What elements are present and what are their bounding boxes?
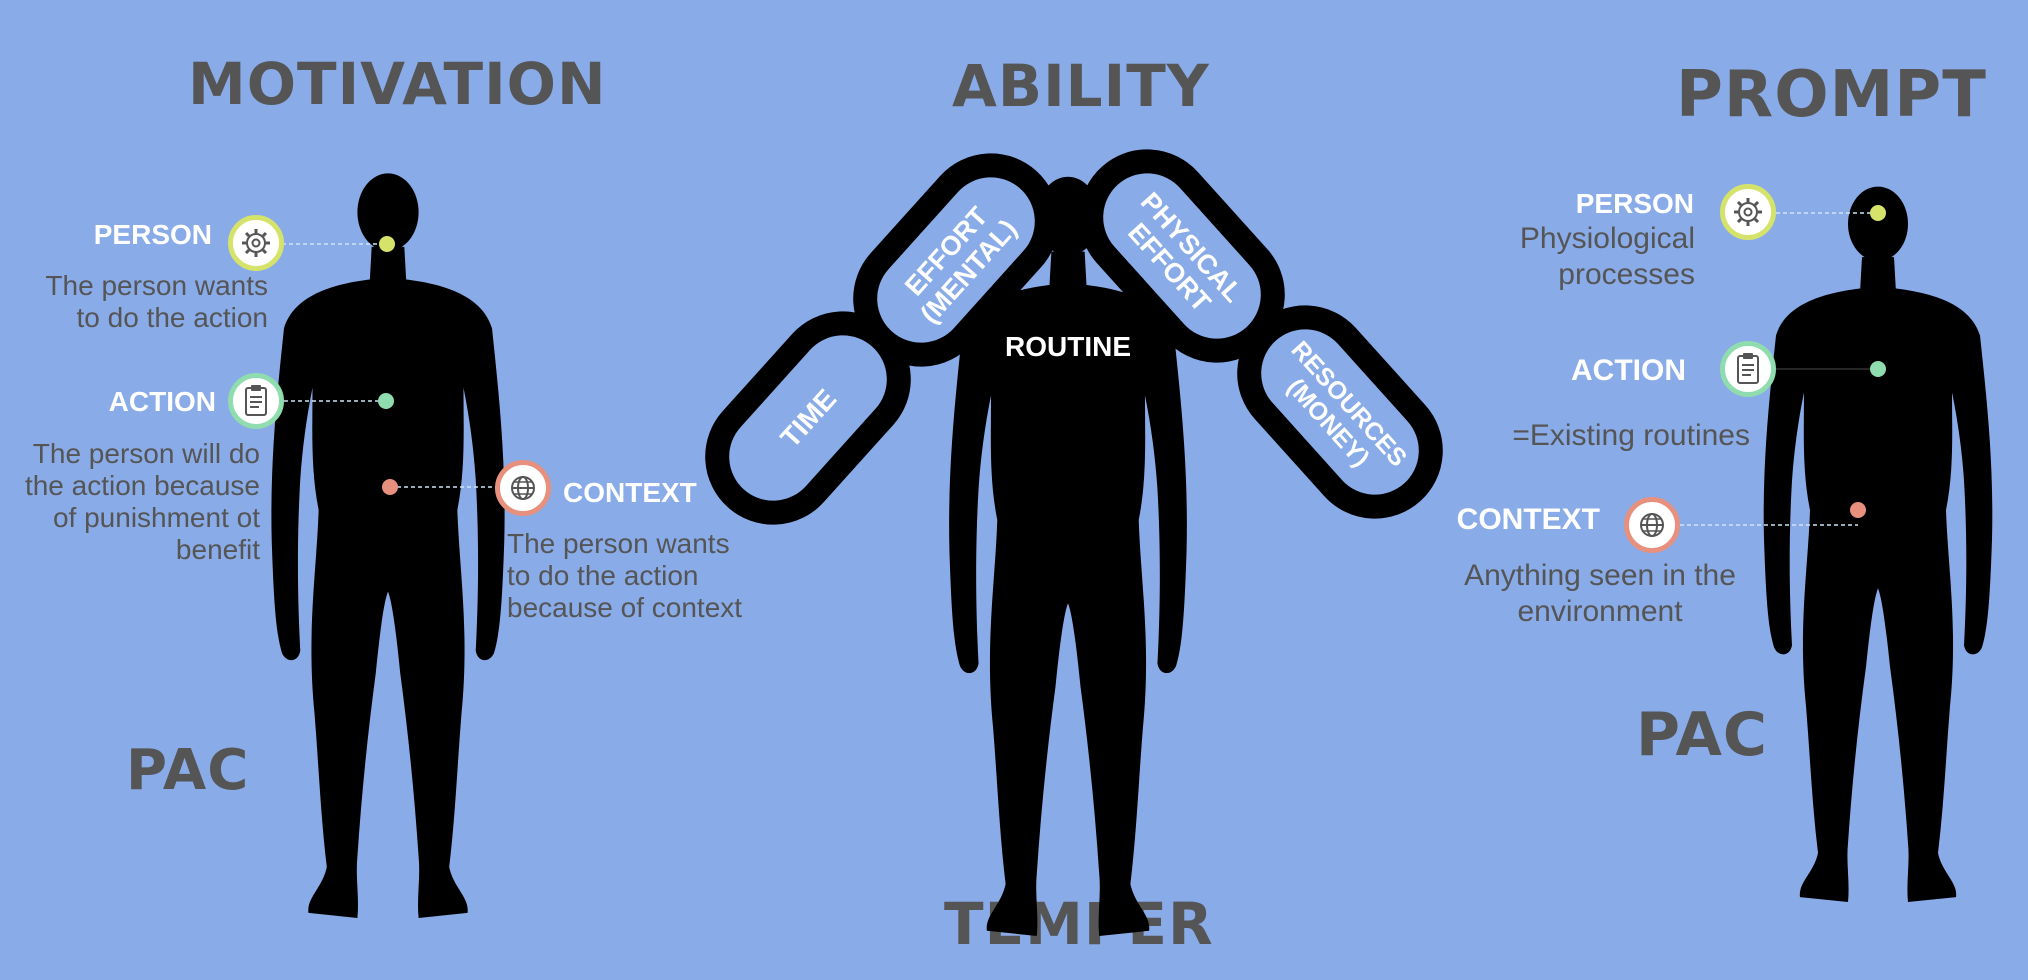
right-person-desc-line1: Physiological	[1519, 222, 1695, 255]
right-action-desc: =Existing routines	[1512, 418, 1750, 454]
chain-link-effort-mental: EFFORT (MENTAL)	[853, 153, 1059, 367]
right-pac-label: PAC	[1636, 700, 1768, 770]
right-person-badge	[1720, 184, 1776, 240]
left-person-label: PERSON	[93, 219, 212, 250]
clipboard-icon	[245, 385, 267, 416]
left-person-desc: The person wants to do the action	[45, 270, 268, 334]
left-context-desc-line3: because of context	[507, 592, 743, 623]
right-action-dot	[1870, 361, 1886, 377]
right-context-desc-line2: environment	[1517, 595, 1683, 628]
chain-link-resources-money: RESOURCES (MONEY)	[1237, 305, 1443, 519]
left-action-desc-line4: benefit	[175, 534, 260, 565]
globe-icon	[1640, 513, 1664, 537]
left-action-dot	[378, 393, 394, 409]
right-person-label: PERSON	[1575, 188, 1694, 219]
left-action-desc-line2: the action because	[24, 470, 260, 501]
prompt-title: PROMPT	[1676, 58, 1987, 132]
left-person-badge	[228, 215, 284, 271]
motivation-title: MOTIVATION	[188, 50, 607, 118]
right-context-desc: Anything seen in the environment	[1440, 558, 1760, 630]
right-person-desc: Physiological processes	[1520, 221, 1695, 293]
gear-icon	[242, 229, 270, 257]
left-person-dot	[379, 236, 395, 252]
right-context-badge	[1624, 497, 1680, 553]
right-action-label: ACTION	[1571, 354, 1686, 387]
left-context-label: CONTEXT	[563, 477, 697, 508]
right-context-dot	[1850, 502, 1866, 518]
routine-label: ROUTINE	[1005, 331, 1131, 362]
left-context-desc-line2: to do the action	[507, 560, 699, 591]
left-action-desc-line3: of punishment ot	[52, 502, 260, 533]
gear-icon	[1734, 198, 1762, 226]
right-action-desc-line1: =Existing routines	[1512, 419, 1750, 452]
right-action-badge	[1720, 341, 1776, 397]
left-context-desc: The person wants to do the action becaus…	[507, 528, 742, 624]
ability-title: ABILITY	[952, 52, 1210, 120]
right-context-label: CONTEXT	[1456, 503, 1600, 536]
clipboard-icon	[1737, 353, 1759, 384]
left-action-desc: The person will do the action because of…	[25, 438, 260, 566]
left-action-desc-line1: The person will do	[32, 438, 260, 469]
left-pac-label: PAC	[126, 738, 250, 803]
right-human-silhouette	[1763, 186, 1993, 903]
left-context-desc-line1: The person wants	[507, 528, 730, 559]
left-context-badge	[495, 460, 551, 516]
left-action-label: ACTION	[108, 386, 216, 417]
left-person-desc-line2: to do the action	[76, 302, 268, 333]
left-context-dot	[382, 479, 398, 495]
right-person-dot	[1870, 205, 1886, 221]
globe-icon	[511, 476, 535, 500]
left-person-desc-line1: The person wants	[45, 270, 268, 301]
right-person-desc-line2: processes	[1558, 258, 1695, 291]
right-context-desc-line1: Anything seen in the	[1464, 559, 1736, 592]
left-action-badge	[228, 373, 284, 429]
left-human-silhouette	[271, 173, 505, 918]
